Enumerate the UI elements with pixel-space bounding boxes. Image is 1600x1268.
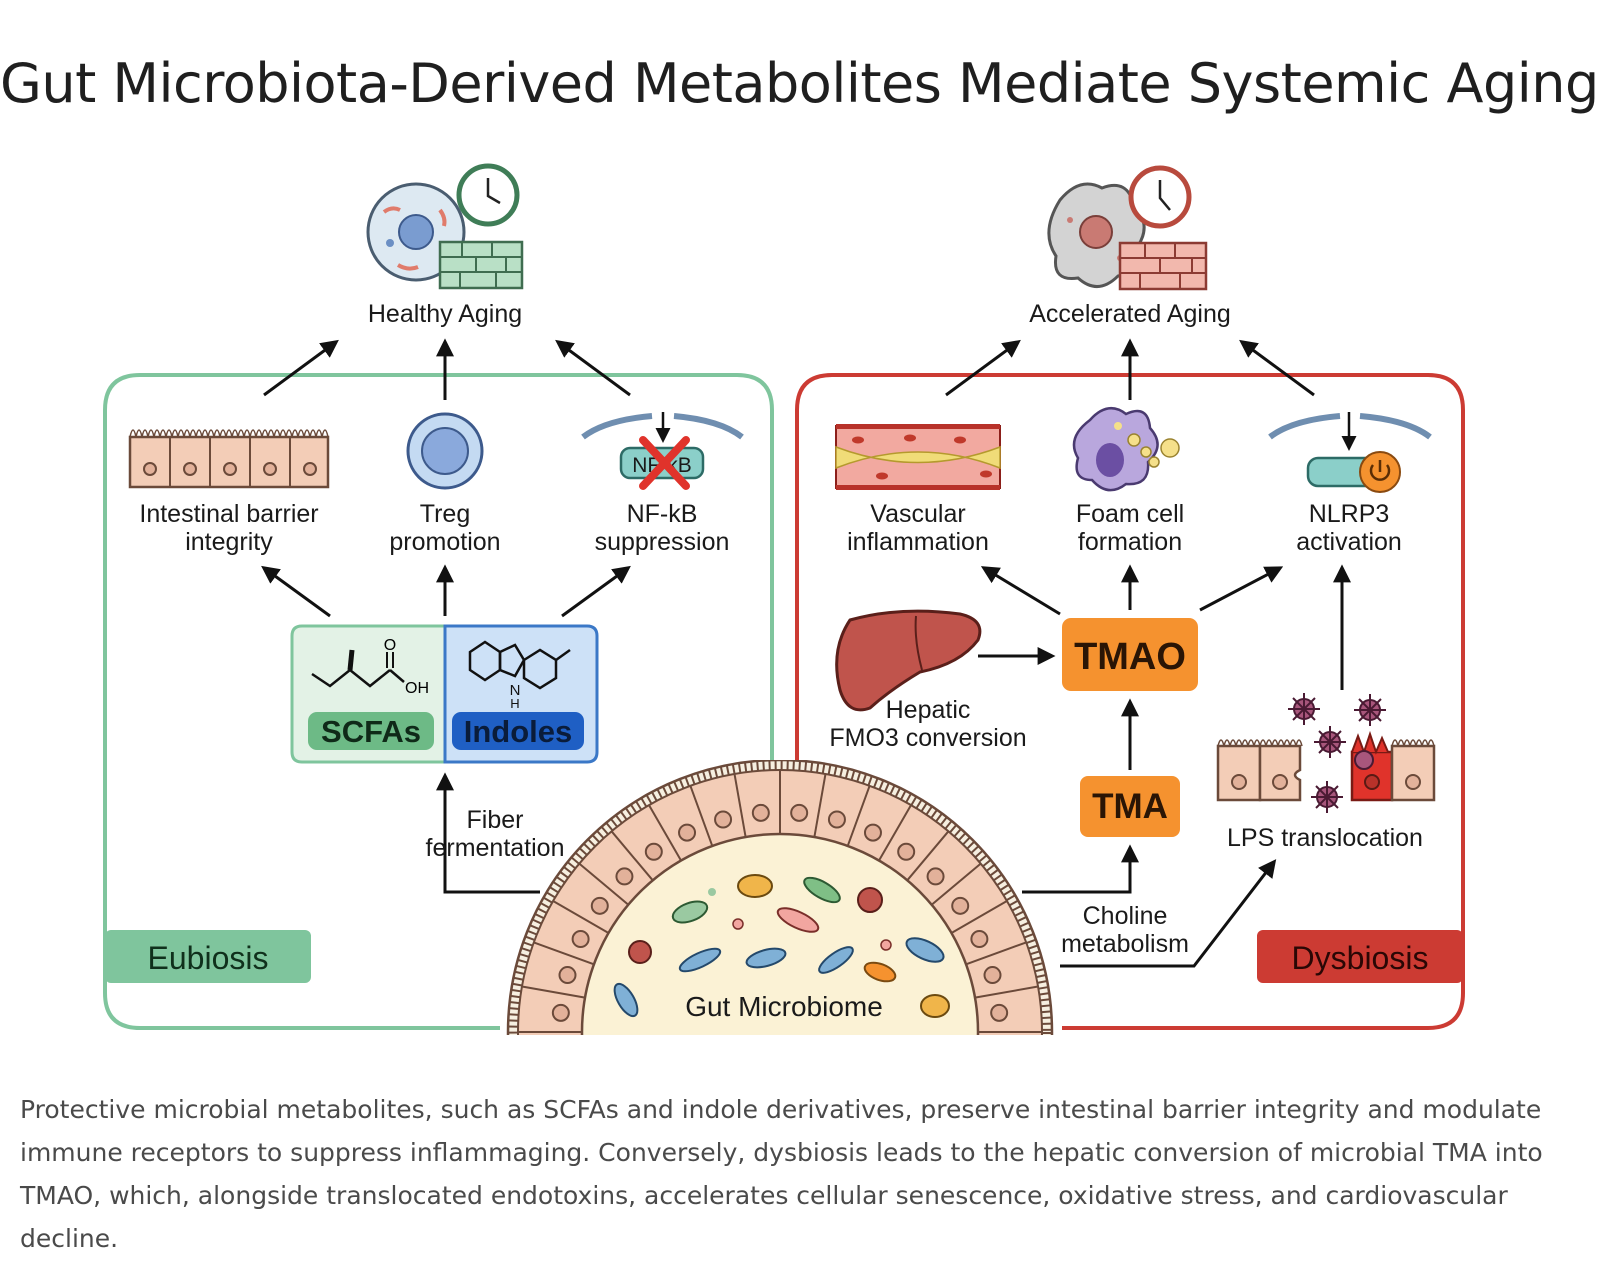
bacteria-icons bbox=[613, 874, 950, 1018]
epithelial-cell-wall bbox=[878, 804, 912, 862]
choline-label-line1: Choline bbox=[1083, 902, 1168, 930]
tma-label: TMA bbox=[1092, 787, 1168, 826]
epithelial-cell-nucleus bbox=[644, 842, 663, 861]
aging-diagram: Healthy Aging Intestinal barrier integri… bbox=[103, 163, 1465, 1035]
foam-label-line2: formation bbox=[1078, 528, 1182, 556]
treg-cell-icon bbox=[406, 412, 484, 490]
metabolite-box: O OH N H SCFAs Indoles bbox=[290, 624, 599, 764]
lps-particle-icons bbox=[1288, 693, 1386, 813]
epithelial-cell-wall bbox=[689, 785, 714, 847]
epithelial-cell-wall bbox=[813, 773, 827, 838]
epithelial-cell-nucleus bbox=[678, 823, 697, 842]
epithelial-cell-wall bbox=[950, 900, 1008, 934]
epithelial-cell-wall bbox=[648, 804, 682, 862]
epithelial-cell-nucleus bbox=[990, 1003, 1009, 1022]
indole-h-label: H bbox=[510, 696, 519, 711]
epithelial-cell-nucleus bbox=[926, 867, 945, 886]
choline-label-line2: metabolism bbox=[1061, 930, 1189, 958]
epithelial-cell-wall bbox=[552, 900, 610, 934]
epithelial-cell-nucleus bbox=[751, 803, 770, 822]
intestinal-barrier-icon bbox=[128, 429, 330, 489]
gut-microbiome bbox=[506, 760, 1054, 1035]
barrier-label-line2: integrity bbox=[185, 528, 273, 556]
epithelial-cell-nucleus bbox=[590, 896, 609, 915]
epithelial-cell-nucleus bbox=[863, 823, 882, 842]
epithelial-cell-nucleus bbox=[790, 803, 809, 822]
vascular-label-line2: inflammation bbox=[847, 528, 989, 556]
tma-box bbox=[1080, 776, 1180, 837]
barrier-label-line1: Intestinal barrier bbox=[139, 500, 318, 528]
page-title: Gut Microbiota-Derived Metabolites Media… bbox=[0, 52, 1599, 115]
epithelial-cell-wall bbox=[931, 862, 982, 906]
tmao-label: TMAO bbox=[1074, 636, 1186, 678]
scfa-o-label: O bbox=[384, 637, 396, 654]
fiber-label-line1: Fiber bbox=[467, 806, 524, 834]
nfkb-suppression-icon: NF-kB bbox=[581, 412, 744, 490]
vascular-icon bbox=[835, 424, 1001, 490]
eubiosis-panel bbox=[103, 373, 774, 1030]
tmao-box bbox=[1062, 618, 1198, 691]
epithelial-cell-wall bbox=[906, 830, 950, 881]
vascular-label-line1: Vascular bbox=[870, 500, 965, 528]
foam-cell-icon bbox=[1072, 407, 1180, 492]
epithelial-cell-nucleus bbox=[951, 896, 970, 915]
figure-caption: Protective microbial metabolites, such a… bbox=[20, 1095, 1543, 1253]
epithelial-cell-wall bbox=[610, 830, 654, 881]
nfkb-label-line1: NF-kB bbox=[627, 500, 698, 528]
healthy-tissue-icon bbox=[438, 240, 524, 290]
epithelial-cell-wall bbox=[965, 941, 1027, 966]
epithelial-cell-wall bbox=[521, 985, 586, 999]
treg-label-line2: promotion bbox=[389, 528, 500, 556]
epithelial-cell-nucleus bbox=[897, 842, 916, 861]
epithelial-cell-nucleus bbox=[615, 867, 634, 886]
epithelial-cell-nucleus bbox=[558, 966, 577, 985]
liver-icon bbox=[835, 609, 982, 712]
scfa-label: SCFAs bbox=[321, 714, 421, 749]
epithelial-cell-wall bbox=[733, 773, 747, 838]
indole-molecule-icon: N H bbox=[468, 640, 571, 711]
epithelial-cell-nucleus bbox=[551, 1003, 570, 1022]
dysbiosis-panel bbox=[795, 373, 1465, 1030]
nfkb-label-line2: suppression bbox=[595, 528, 730, 556]
clock-icon-accelerated bbox=[1128, 165, 1192, 229]
epithelial-cell-nucleus bbox=[970, 930, 989, 949]
epithelial-cell-wall bbox=[846, 785, 871, 847]
indole-label: Indoles bbox=[464, 714, 573, 749]
clock-icon-healthy bbox=[456, 163, 520, 227]
damaged-tissue-icon bbox=[1118, 241, 1208, 291]
fiber-label-line2: fermentation bbox=[426, 834, 565, 862]
accelerated-aging-label: Accelerated Aging bbox=[1029, 300, 1231, 328]
hepatic-label-line2: FMO3 conversion bbox=[829, 724, 1026, 752]
scfa-oh-label: OH bbox=[405, 680, 429, 697]
epithelial-cell-wall bbox=[578, 862, 629, 906]
foam-label-line1: Foam cell bbox=[1076, 500, 1184, 528]
nlrp3-label-line2: activation bbox=[1296, 528, 1402, 556]
lps-label: LPS translocation bbox=[1227, 824, 1423, 852]
epithelial-cell-nucleus bbox=[571, 930, 590, 949]
treg-label-line1: Treg bbox=[420, 500, 470, 528]
lps-translocation-icon bbox=[1216, 730, 1436, 802]
epithelial-cell-wall bbox=[974, 985, 1039, 999]
nlrp3-icon bbox=[1268, 412, 1432, 493]
eubiosis-label: Eubiosis bbox=[148, 940, 269, 976]
scfa-molecule-icon: O OH bbox=[311, 637, 429, 697]
epithelial-cell-wall bbox=[533, 941, 595, 966]
healthy-aging-label: Healthy Aging bbox=[368, 300, 522, 328]
dysbiosis-badge bbox=[1257, 930, 1463, 983]
nlrp3-label-line1: NLRP3 bbox=[1309, 500, 1390, 528]
hepatic-label-line1: Hepatic bbox=[886, 696, 971, 724]
indole-n-label: N bbox=[510, 682, 521, 699]
gut-microbiome-label: Gut Microbiome bbox=[685, 991, 883, 1022]
epithelial-cell-nucleus bbox=[983, 966, 1002, 985]
dysbiosis-label: Dysbiosis bbox=[1292, 940, 1429, 976]
eubiosis-badge bbox=[105, 930, 311, 983]
epithelial-cell-nucleus bbox=[714, 810, 733, 829]
epithelial-cell-nucleus bbox=[827, 810, 846, 829]
